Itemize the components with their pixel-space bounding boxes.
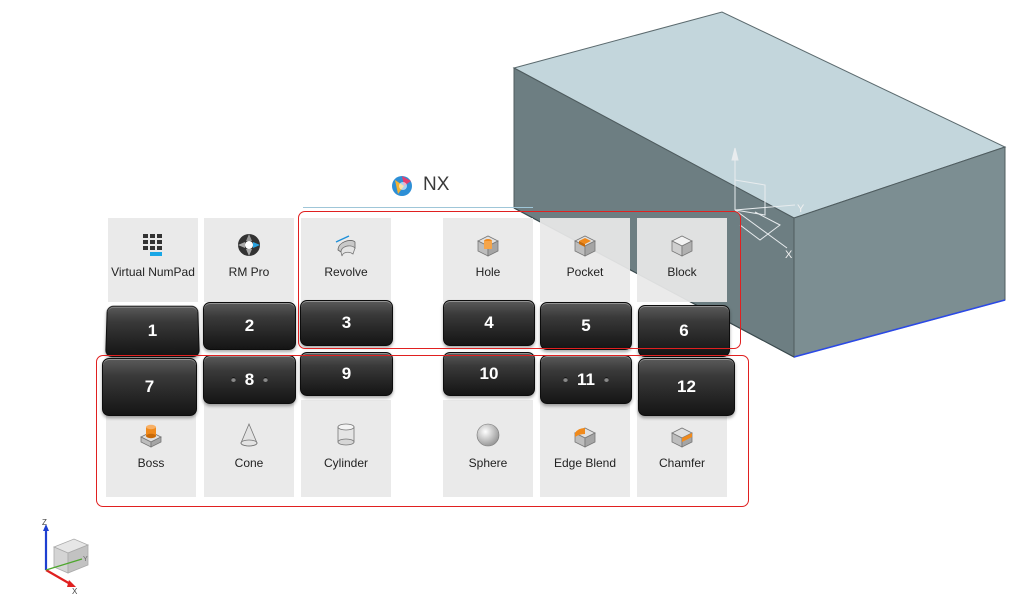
radial-menu-icon [238, 234, 260, 256]
tile-hole[interactable]: Hole [443, 218, 533, 302]
tile-label: Virtual NumPad [111, 265, 195, 279]
tile-label: Sphere [468, 456, 508, 470]
numpad-grid-icon [143, 234, 162, 256]
tile-boss[interactable]: Boss [106, 400, 196, 497]
tile-cylinder[interactable]: Cylinder [301, 400, 391, 497]
key-number: 3 [341, 313, 352, 332]
nx-logo-icon [392, 176, 412, 196]
header-rule [303, 207, 533, 208]
key-number: 4 [484, 313, 494, 332]
tile-pocket[interactable]: Pocket [540, 218, 630, 302]
tile-label: Chamfer [658, 456, 705, 470]
tile-revolve[interactable]: Revolve [301, 218, 391, 302]
key-number: 6 [679, 321, 689, 340]
tile-label: Pocket [566, 265, 604, 279]
tile-label: Revolve [324, 265, 368, 279]
key-number: 7 [144, 377, 155, 396]
csys-y-label: Y [797, 203, 805, 215]
radial-menu-header: NX [303, 168, 533, 208]
pocket-icon [574, 235, 596, 257]
numpad-key-11[interactable]: 11 [540, 355, 632, 404]
boss-icon [140, 424, 162, 448]
tile-label: Cylinder [323, 456, 368, 470]
view-triad[interactable]: Z Y X [36, 515, 96, 595]
numpad-key-12[interactable]: 12 [638, 358, 735, 416]
key-number: 12 [677, 377, 696, 396]
cylinder-icon [337, 423, 355, 446]
numpad-key-4[interactable]: 4 [443, 300, 535, 346]
numpad-key-2[interactable]: 2 [203, 302, 296, 350]
tile-label: RM Pro [228, 265, 270, 279]
numpad-key-1[interactable]: 1 [105, 305, 200, 358]
cone-icon [240, 422, 258, 447]
block-model[interactable] [512, 11, 1007, 358]
tile-block[interactable]: Block [637, 218, 727, 302]
chamfer-icon [671, 427, 693, 448]
tile-edge-blend[interactable]: Edge Blend [540, 400, 630, 497]
key-number: 9 [341, 364, 352, 383]
numpad-key-6[interactable]: 6 [638, 305, 730, 357]
app-title: NX [423, 174, 450, 195]
edge-blend-icon [574, 427, 596, 448]
key-number: 11 [577, 369, 595, 389]
tile-cone[interactable]: Cone [204, 400, 294, 497]
numpad-key-10[interactable]: 10 [443, 352, 535, 396]
triad-x-label: X [72, 587, 78, 595]
hole-icon [477, 235, 499, 257]
key-number: 10 [479, 364, 499, 383]
work-csys [731, 147, 796, 249]
key-number: 8 [244, 369, 255, 389]
tile-label: Boss [137, 456, 165, 470]
sphere-icon [476, 423, 500, 447]
tile-virtual-numpad[interactable]: Virtual NumPad [108, 218, 198, 302]
key-number: 1 [147, 321, 158, 340]
tile-label: Cone [234, 456, 264, 470]
tile-sphere[interactable]: Sphere [443, 400, 533, 497]
tile-rm-pro[interactable]: RM Pro [204, 218, 294, 302]
numpad-key-3[interactable]: 3 [300, 300, 393, 346]
csys-x-label: X [785, 249, 793, 261]
tile-label: Edge Blend [553, 456, 617, 470]
key-number: 5 [581, 316, 591, 335]
triad-z-label: Z [42, 518, 47, 527]
revolve-icon [335, 235, 356, 257]
numpad-key-5[interactable]: 5 [540, 302, 632, 350]
triad-y-label: Y [83, 556, 88, 563]
tile-chamfer[interactable]: Chamfer [637, 400, 727, 497]
tile-label: Hole [475, 265, 501, 279]
block-icon [671, 235, 693, 257]
key-number: 2 [244, 316, 255, 335]
numpad-key-8[interactable]: 8 [203, 355, 296, 404]
tile-label: Block [667, 265, 697, 279]
numpad-key-7[interactable]: 7 [102, 358, 197, 416]
numpad-key-9[interactable]: 9 [300, 352, 393, 396]
